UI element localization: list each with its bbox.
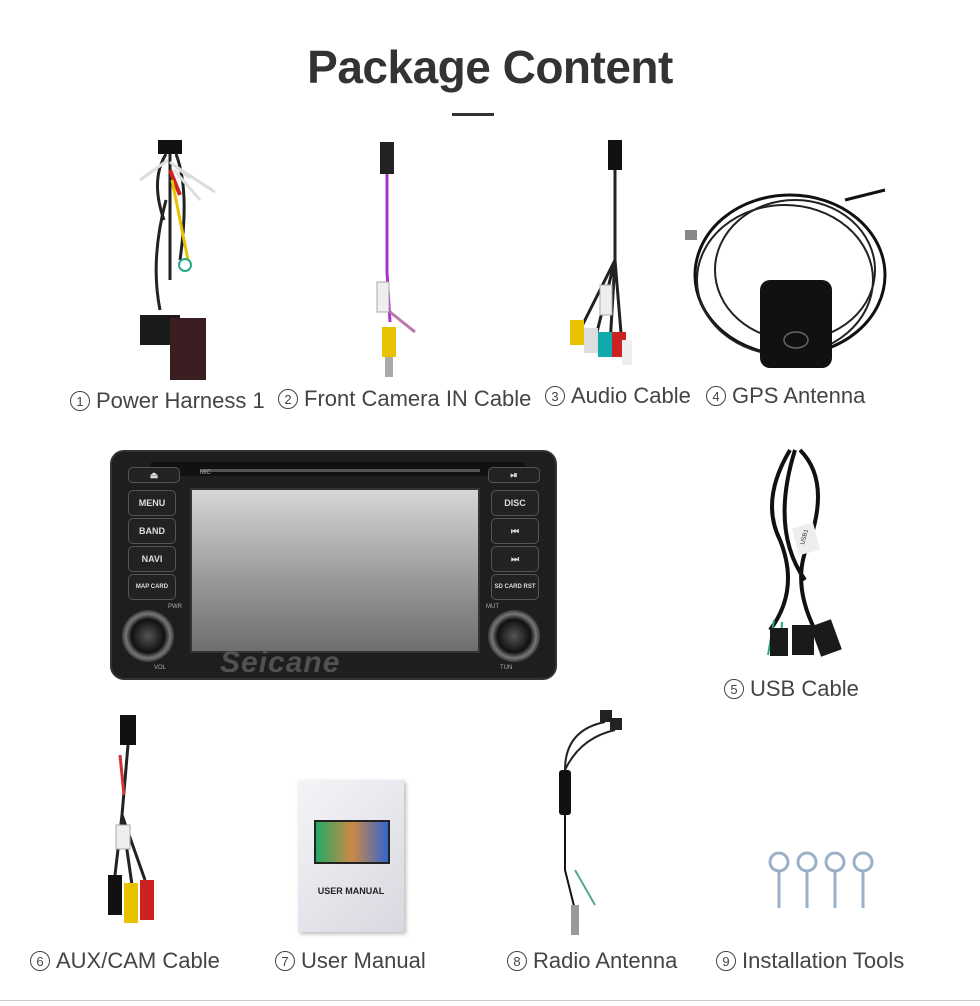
- item-text: AUX/CAM Cable: [56, 948, 220, 973]
- item-label: 5 USB Cable: [724, 676, 859, 702]
- map-card-button[interactable]: MAP CARD: [128, 574, 176, 600]
- item-text: Front Camera IN Cable: [304, 386, 532, 411]
- item-number: 5: [724, 679, 744, 699]
- item-label: 9 Installation Tools: [716, 948, 904, 974]
- installation-tools-image: [765, 850, 880, 912]
- power-harness-image: [130, 140, 240, 380]
- bottom-divider: [0, 1000, 980, 1001]
- front-camera-cable-image: [360, 142, 440, 377]
- mic-label: MIC: [200, 470, 211, 476]
- item-label: 4 GPS Antenna: [706, 383, 865, 409]
- manual-title: USER MANUAL: [317, 886, 385, 896]
- gps-antenna-image: [685, 180, 895, 375]
- item-number: 8: [507, 951, 527, 971]
- item-text: USB Cable: [750, 676, 859, 701]
- tune-knob[interactable]: [488, 610, 540, 662]
- item-label: 3 Audio Cable: [545, 383, 691, 409]
- item-number: 4: [706, 386, 726, 406]
- item-number: 3: [545, 386, 565, 406]
- item-label: 7 User Manual: [275, 948, 426, 974]
- usb-cable-image: USB1: [750, 440, 850, 665]
- menu-button[interactable]: MENU: [128, 490, 176, 516]
- item-label: 2 Front Camera IN Cable: [278, 386, 531, 412]
- item-number: 2: [278, 389, 298, 409]
- radio-antenna-image: [555, 710, 635, 945]
- next-button[interactable]: ⏭: [491, 546, 539, 572]
- navi-button[interactable]: NAVI: [128, 546, 176, 572]
- item-number: 6: [30, 951, 50, 971]
- aux-cam-cable-image: [100, 715, 170, 935]
- tun-label: TUN: [500, 665, 513, 671]
- vol-label: VOL: [154, 665, 167, 671]
- sd-card-rst-button[interactable]: SD CARD RST: [491, 574, 539, 600]
- item-label: 1 Power Harness 1: [70, 388, 265, 414]
- play-pause-button[interactable]: ⏯: [488, 467, 540, 483]
- item-label: 8 Radio Antenna: [507, 948, 677, 974]
- pwr-label: PWR: [168, 604, 182, 610]
- item-text: Power Harness 1: [96, 388, 265, 413]
- usb-tag: USB1: [800, 528, 810, 545]
- item-text: Installation Tools: [742, 948, 905, 973]
- brand-watermark: Seicane: [220, 646, 341, 679]
- title-underline: [452, 113, 494, 116]
- mut-label: MUT: [486, 604, 499, 610]
- car-stereo-unit: MIC ⏏ ⏯ MENU BAND NAVI MAP CARD DISC ⏮ ⏭…: [110, 450, 557, 680]
- prev-button[interactable]: ⏮: [491, 518, 539, 544]
- manual-screen-preview: [314, 820, 390, 864]
- volume-knob[interactable]: [122, 610, 174, 662]
- item-label: 6 AUX/CAM Cable: [30, 948, 220, 974]
- item-text: GPS Antenna: [732, 383, 866, 408]
- stereo-screen[interactable]: [190, 488, 480, 653]
- page-title: Package Content: [307, 41, 673, 93]
- item-number: 9: [716, 951, 736, 971]
- audio-cable-image: [560, 140, 640, 375]
- eject-button[interactable]: ⏏: [128, 467, 180, 483]
- item-number: 7: [275, 951, 295, 971]
- disc-button[interactable]: DISC: [491, 490, 539, 516]
- item-text: User Manual: [301, 948, 426, 973]
- item-text: Radio Antenna: [533, 948, 678, 973]
- band-button[interactable]: BAND: [128, 518, 176, 544]
- item-number: 1: [70, 391, 90, 411]
- item-text: Audio Cable: [571, 383, 691, 408]
- user-manual-image: USER MANUAL: [298, 780, 404, 932]
